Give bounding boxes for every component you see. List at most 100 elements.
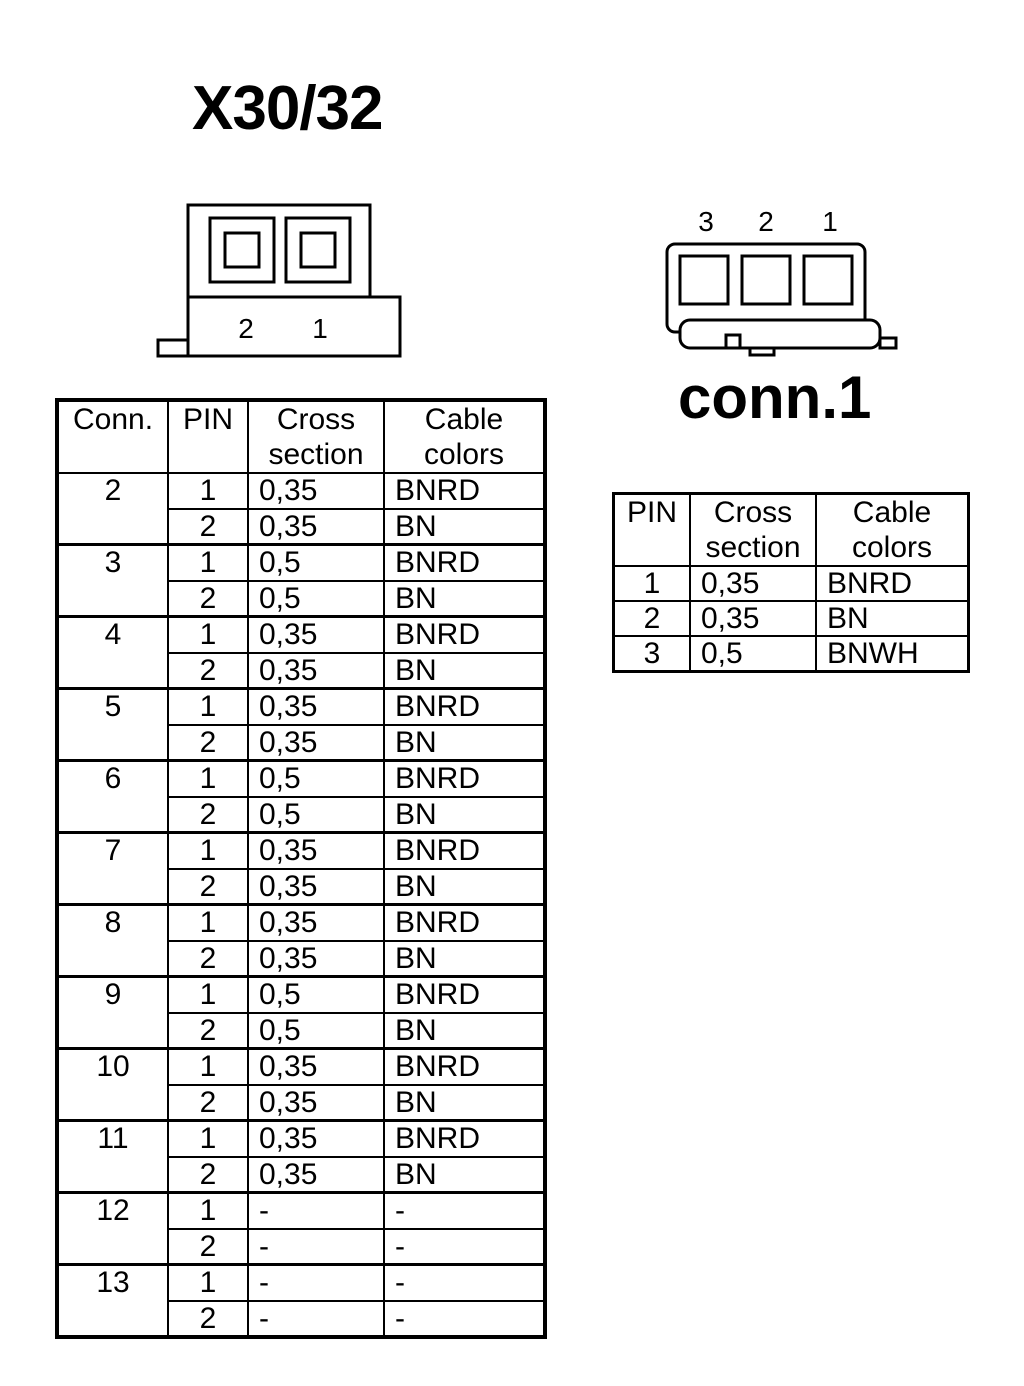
conn-number-cell: 9 [56,975,169,1050]
x30-32-title: X30/32 [192,74,384,143]
x30-pin-label-1: 1 [312,313,328,344]
cross-section-cell: 0,5 [247,579,385,618]
cross-section-cell: 0,35 [247,1155,385,1194]
cross-section-cell: 0,35 [247,615,385,654]
conn-number-cell: 11 [56,1119,169,1194]
cross-section-cell: 0,35 [247,1083,385,1122]
pin-cell: 2 [167,1227,249,1266]
conn1-title: conn.1 [678,364,872,431]
conn1-pin-cell: 2 [612,600,691,637]
pin-cell: 2 [167,1299,249,1339]
cable-color-cell: BNRD [383,543,546,582]
conn1-cable-color-cell: BNWH [815,635,970,673]
pin-cell: 1 [167,1263,249,1302]
pin-cell: 2 [167,651,249,690]
conn-number-cell: 2 [56,472,169,546]
pin-cell: 1 [167,1119,249,1158]
pin-cell: 1 [167,615,249,654]
pin-cell: 1 [167,1191,249,1230]
cable-color-cell: BNRD [383,1047,546,1086]
pin-cell: 1 [167,975,249,1014]
cable-color-cell: BNRD [383,975,546,1014]
table-row: 2-- [57,1227,546,1266]
conn1-pin-cell: 1 [612,565,691,602]
cable-color-cell: BNRD [383,903,546,942]
cross-section-cell: 0,35 [247,939,385,978]
conn1-cross-section-cell: 0,5 [689,635,817,673]
conn1-cable-color-cell: BNRD [815,565,970,602]
conn1-cross-section-cell: 0,35 [689,600,817,637]
pin-cell: 1 [167,1047,249,1086]
conn-number-cell: 4 [56,615,169,690]
cross-section-cell: - [247,1227,385,1266]
conn-number-cell: 8 [56,903,169,978]
cable-color-cell: BN [383,1011,546,1050]
cable-color-cell: BN [383,1155,546,1194]
conn1-pin-label-3: 3 [698,206,714,237]
conn1-cross-section-cell: 0,35 [689,565,817,602]
conn-number-cell: 7 [56,831,169,906]
conn1-pin-cavity-2 [740,254,792,306]
cross-section-cell: 0,35 [247,472,385,510]
cross-section-cell: 0,5 [247,1011,385,1050]
conn-number-cell: 3 [56,543,169,618]
conn1-pin-label-2: 2 [758,206,774,237]
cross-section-cell: 0,35 [247,723,385,762]
x30-pin-cavity-1 [284,216,352,284]
pin-cell: 1 [167,831,249,870]
cross-section-cell: - [247,1299,385,1339]
cable-color-cell: BN [383,795,546,834]
pin-cell: 2 [167,723,249,762]
cross-section-cell: 0,5 [247,795,385,834]
pin-cell: 2 [167,1011,249,1050]
cable-color-cell: - [383,1299,546,1339]
cable-color-cell: BNRD [383,472,546,510]
cable-color-cell: - [383,1227,546,1266]
cross-section-cell: 0,35 [247,867,385,906]
pin-cell: 1 [167,759,249,798]
cross-section-cell: 0,35 [247,1119,385,1158]
cross-section-cell: 0,35 [247,1047,385,1086]
x30-connector-diagram: 2 1 [156,203,402,358]
conn1-cable-color-cell: BN [815,600,970,637]
x30-connector-base [156,295,402,358]
cross-section-cell: - [247,1191,385,1230]
conn-number-cell: 13 [56,1263,169,1339]
cross-section-cell: 0,35 [247,831,385,870]
table-row: 2-- [57,1299,546,1339]
cable-color-cell: BN [383,507,546,546]
cable-color-cell: BN [383,939,546,978]
conn1-pin-cell: 3 [612,635,691,673]
cable-color-cell: - [383,1263,546,1302]
pin-cell: 2 [167,867,249,906]
header-conn: Conn. [56,399,169,474]
x30-pin-cavity-2 [208,216,276,284]
pin-cell: 2 [167,579,249,618]
x30-pin-label-2: 2 [238,313,254,344]
conn-number-cell: 6 [56,759,169,834]
cable-color-cell: BNRD [383,831,546,870]
cable-color-cell: BN [383,1083,546,1122]
